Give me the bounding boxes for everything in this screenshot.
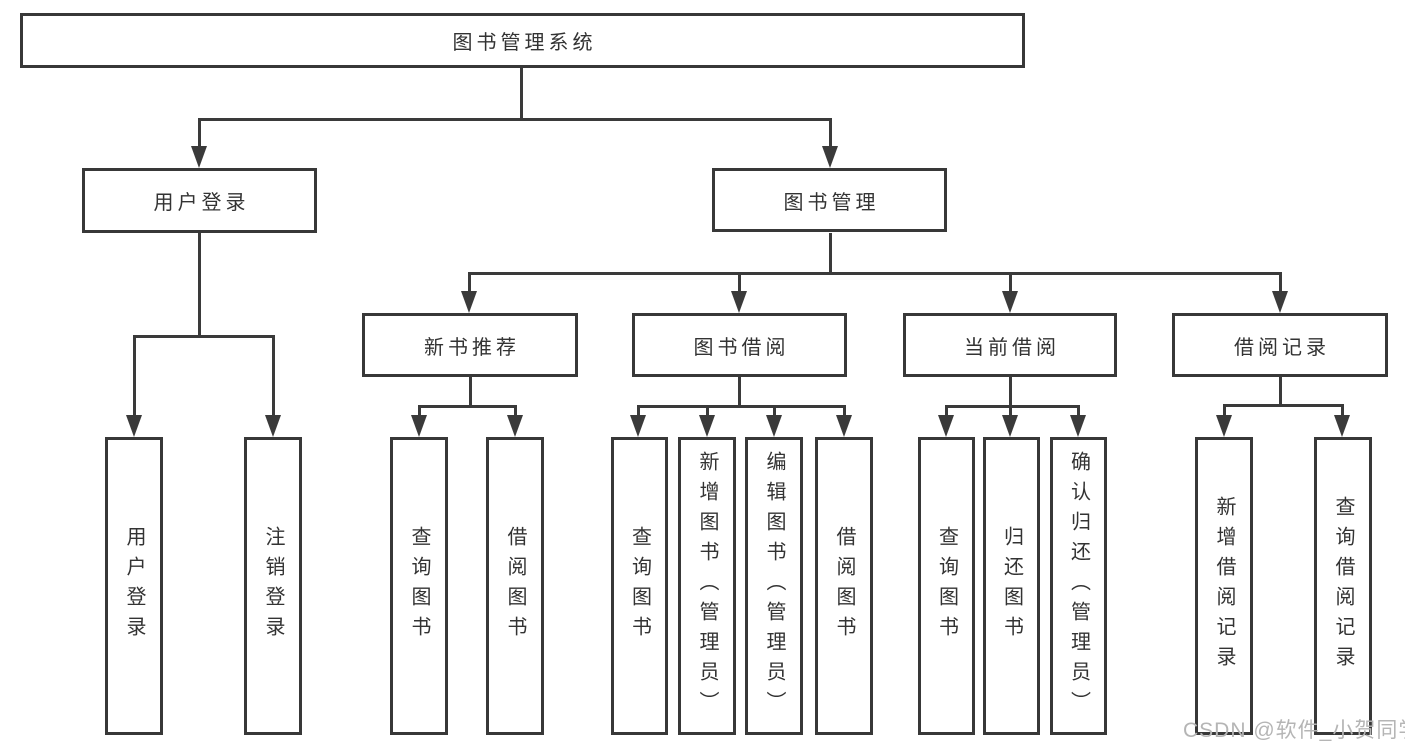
leaf-add-borrow-record: 新增借阅记录 xyxy=(1195,437,1253,735)
connector-line xyxy=(198,118,831,121)
connector-line xyxy=(1223,404,1343,407)
connector-line xyxy=(468,272,1281,275)
connector-line xyxy=(1009,405,1012,417)
connector-line xyxy=(1009,272,1012,292)
connector-line xyxy=(133,335,274,338)
arrow-down xyxy=(1216,415,1232,437)
leaf-logout: 注销登录 xyxy=(244,437,302,735)
leaf-query-books-current: 查询图书 xyxy=(918,437,975,735)
arrow-down xyxy=(699,415,715,437)
arrow-down xyxy=(1272,291,1288,313)
arrow-down xyxy=(265,415,281,437)
arrow-down xyxy=(461,291,477,313)
leaf-confirm-return-admin: 确认归还（管理员） xyxy=(1050,437,1107,735)
arrow-down xyxy=(191,146,207,168)
leaf-edit-book-admin: 编辑图书（管理员） xyxy=(745,437,803,735)
arrow-down xyxy=(126,415,142,437)
arrow-down xyxy=(766,415,782,437)
connector-line xyxy=(738,272,741,292)
connector-line xyxy=(514,405,517,417)
arrow-down xyxy=(1002,415,1018,437)
node-book-management: 图书管理 xyxy=(712,168,947,232)
connector-line xyxy=(1279,272,1282,292)
connector-line xyxy=(133,335,136,416)
arrow-down xyxy=(731,291,747,313)
connector-line xyxy=(272,335,275,416)
connector-line xyxy=(1279,377,1282,406)
arrow-down xyxy=(411,415,427,437)
node-user-login: 用户登录 xyxy=(82,168,317,233)
connector-line xyxy=(520,67,523,120)
connector-line xyxy=(637,405,640,417)
arrow-down xyxy=(938,415,954,437)
leaf-borrow-books: 借阅图书 xyxy=(815,437,873,735)
leaf-borrow-books-recommend: 借阅图书 xyxy=(486,437,544,735)
connector-line xyxy=(738,377,741,407)
connector-line xyxy=(469,377,472,407)
connector-line xyxy=(945,405,948,417)
leaf-add-book-admin: 新增图书（管理员） xyxy=(678,437,736,735)
connector-line xyxy=(1223,404,1226,417)
arrow-down xyxy=(630,415,646,437)
connector-line xyxy=(706,405,709,417)
connector-line xyxy=(198,233,201,337)
node-book-borrowing: 图书借阅 xyxy=(632,313,847,377)
connector-line xyxy=(1009,377,1012,407)
connector-line xyxy=(1077,405,1080,417)
arrow-down xyxy=(507,415,523,437)
arrow-down xyxy=(1070,415,1086,437)
node-borrowing-records: 借阅记录 xyxy=(1172,313,1388,377)
connector-line xyxy=(637,405,845,408)
leaf-return-book: 归还图书 xyxy=(983,437,1040,735)
node-root: 图书管理系统 xyxy=(20,13,1025,68)
node-new-book-recommend: 新书推荐 xyxy=(362,313,578,377)
csdn-watermark: CSDN @软件_小贺同学 xyxy=(1183,719,1405,742)
leaf-query-books-recommend: 查询图书 xyxy=(390,437,448,735)
arrow-down xyxy=(836,415,852,437)
connector-line xyxy=(418,405,516,408)
arrow-down xyxy=(822,146,838,168)
leaf-query-borrow-record: 查询借阅记录 xyxy=(1314,437,1372,735)
connector-line xyxy=(1341,404,1344,417)
node-current-borrowing: 当前借阅 xyxy=(903,313,1117,377)
connector-line xyxy=(829,233,832,274)
arrow-down xyxy=(1334,415,1350,437)
connector-line xyxy=(843,405,846,417)
leaf-user-login: 用户登录 xyxy=(105,437,163,735)
arrow-down xyxy=(1002,291,1018,313)
connector-line xyxy=(945,405,1079,408)
connector-line xyxy=(418,405,421,417)
leaf-query-books-borrowing: 查询图书 xyxy=(611,437,668,735)
connector-line xyxy=(198,118,201,148)
connector-line xyxy=(468,272,471,292)
connector-line xyxy=(773,405,776,417)
connector-line xyxy=(829,118,832,148)
